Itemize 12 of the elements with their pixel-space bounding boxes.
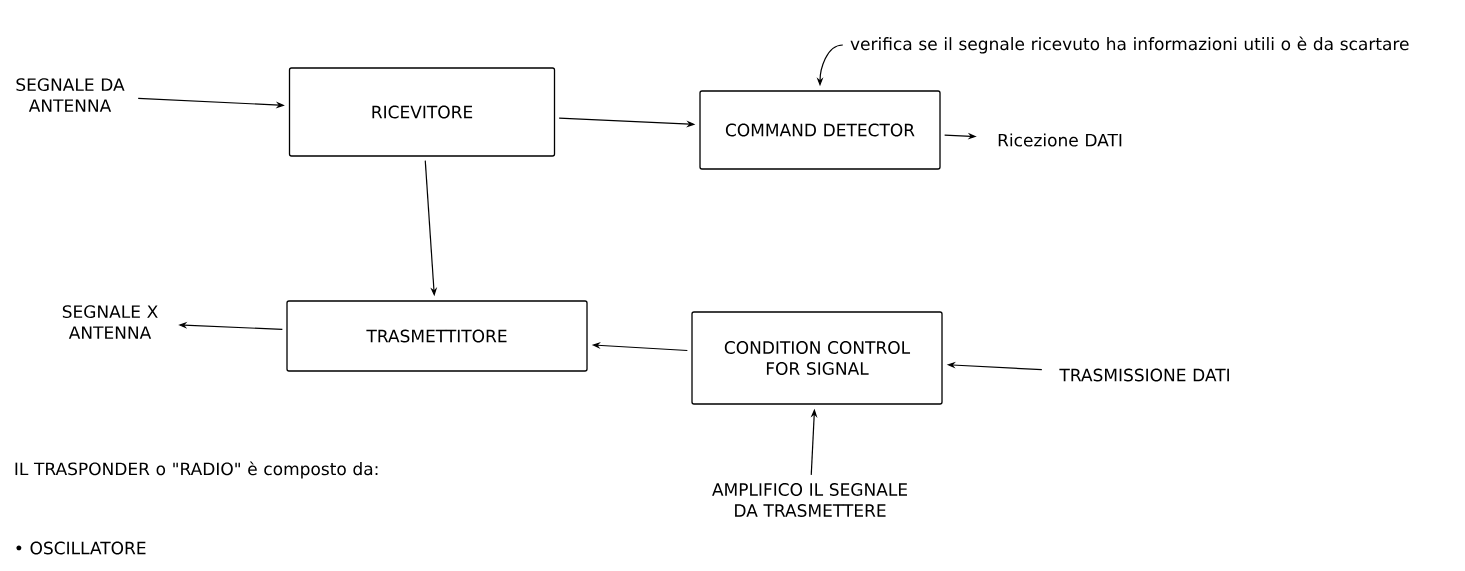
- process-box: TRASMETTITORE: [286, 300, 588, 372]
- process-box: COMMAND DETECTOR: [699, 90, 941, 170]
- text-label: SEGNALE DA ANTENNA: [16, 78, 125, 112]
- text-label: TRASMISSIONE DATI: [1059, 368, 1229, 382]
- note-text: IL TRASPONDER o "RADIO" è composto da:: [15, 461, 378, 479]
- process-box: RICEVITORE: [288, 67, 556, 157]
- note-text: • OSCILLATORE: [16, 541, 146, 555]
- process-box: CONDITION CONTROL FOR SIGNAL: [691, 311, 943, 405]
- text-label: AMPLIFICO IL SEGNALE DA TRASMETTERE: [712, 483, 907, 517]
- annotation-text: verifica se il segnale ricevuto ha informazioni utili o è da scartare: [850, 36, 1409, 54]
- text-label: Ricezione DATI: [998, 133, 1122, 147]
- text-label: SEGNALE X ANTENNA: [62, 305, 158, 339]
